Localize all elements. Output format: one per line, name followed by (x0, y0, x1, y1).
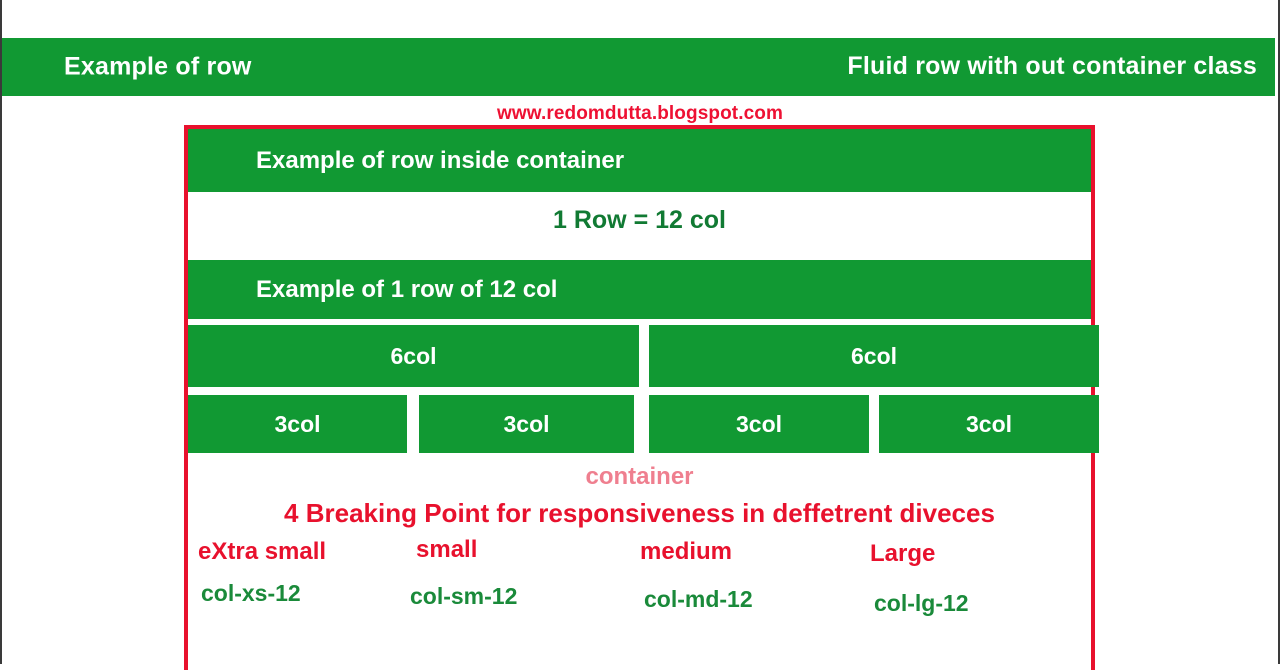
col-3-block-3: 3col (649, 395, 869, 453)
breakpoint-class-md: col-md-12 (644, 586, 753, 612)
breakpoint-size-xs: eXtra small (198, 538, 327, 565)
row-twelve-col-label: Example of 1 row of 12 col (256, 275, 558, 303)
col-6-block-2: 6col (649, 325, 1099, 387)
col-3-block-2: 3col (419, 395, 634, 453)
col-3-label-2: 3col (503, 410, 550, 437)
breakpoint-class-lg: col-lg-12 (874, 590, 969, 616)
row-inside-container: Example of row inside container (188, 129, 1091, 192)
row-twelve-col: Example of 1 row of 12 col (188, 260, 1091, 319)
legend-headline: 4 Breaking Point for responsiveness in d… (284, 498, 995, 528)
breakpoint-class-xs: col-xs-12 (201, 580, 301, 606)
breakpoint-size-lg: Large (870, 540, 936, 567)
row-equation-label: 1 Row = 12 col (553, 206, 726, 234)
legend-container-word: container (585, 463, 694, 490)
col-3-label-4: 3col (965, 410, 1013, 437)
row-of-six-cols: 6col 6col (188, 325, 1099, 387)
container-box: Example of row inside container 1 Row = … (184, 125, 1099, 670)
header-right-label: Fluid row with out container class (847, 51, 1257, 80)
blog-url-text: www.redomdutta.blogspot.com (497, 103, 783, 124)
col-3-label-1: 3col (274, 410, 321, 437)
fluid-row-header-bar: Example of row Fluid row with out contai… (2, 38, 1275, 96)
page-edge-left (0, 0, 2, 664)
col-6-label-2: 6col (850, 342, 898, 369)
col-3-block-1: 3col (188, 395, 407, 453)
breakpoint-size-sm: small (416, 536, 478, 563)
breakpoint-size-md: medium (640, 538, 733, 565)
col-6-block-1: 6col (188, 325, 639, 387)
row-of-three-cols: 3col 3col 3col 3col (188, 395, 1099, 453)
col-3-label-3: 3col (735, 410, 783, 437)
breakpoint-legend: container 4 Breaking Point for responsiv… (188, 463, 1091, 670)
breakpoint-class-sm: col-sm-12 (410, 583, 518, 609)
page-edge-right (1278, 0, 1280, 664)
header-left-label: Example of row (64, 52, 252, 81)
row-equation: 1 Row = 12 col (188, 192, 1091, 249)
col-6-label-1: 6col (390, 342, 437, 369)
row-inside-container-label: Example of row inside container (256, 146, 625, 174)
col-3-block-4: 3col (879, 395, 1099, 453)
